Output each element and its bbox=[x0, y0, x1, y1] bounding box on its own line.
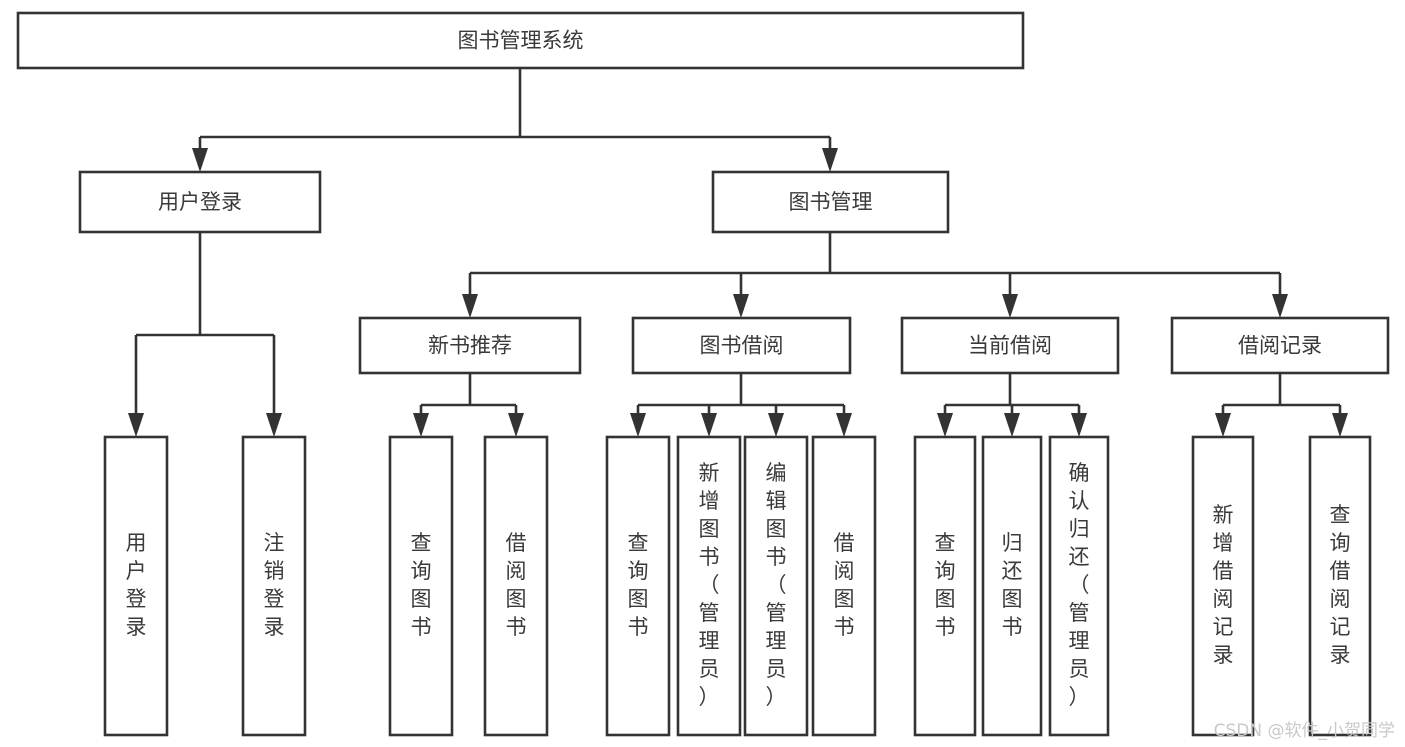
node-label-book-borrow: 图书借阅 bbox=[700, 334, 784, 358]
connector-group-borrow-record bbox=[1215, 373, 1348, 437]
node-label-borrow-record: 借阅记录 bbox=[1238, 334, 1322, 358]
arrow-head-icon bbox=[1332, 413, 1348, 437]
arrow-head-icon bbox=[937, 413, 953, 437]
node-leaf-bb-edit[interactable]: 编辑图书（管理员） bbox=[743, 435, 809, 737]
node-box-user-login[interactable] bbox=[78, 170, 322, 234]
node-label-leaf-nb-query: 查询图书 bbox=[411, 531, 432, 639]
node-book-manage[interactable]: 图书管理 bbox=[711, 170, 950, 234]
node-label-leaf-user-logout: 注销登录 bbox=[264, 531, 285, 639]
node-current-borrow[interactable]: 当前借阅 bbox=[900, 316, 1120, 375]
arrow-head-icon bbox=[822, 148, 838, 172]
node-leaf-bb-borrow[interactable]: 借阅图书 bbox=[811, 435, 877, 737]
arrow-head-icon bbox=[1071, 413, 1087, 437]
node-box-new-book[interactable] bbox=[358, 316, 582, 375]
arrow-head-icon bbox=[733, 294, 749, 318]
node-label-leaf-bb-add: 新增图书（管理员） bbox=[699, 461, 720, 709]
node-box-leaf-cb-return[interactable] bbox=[981, 435, 1043, 737]
node-label-new-book: 新书推荐 bbox=[428, 334, 512, 358]
connector-group-book-manage bbox=[462, 232, 1288, 318]
node-box-current-borrow[interactable] bbox=[900, 316, 1120, 375]
connector-group-current-borrow bbox=[937, 373, 1087, 437]
arrow-head-icon bbox=[462, 294, 478, 318]
node-new-book[interactable]: 新书推荐 bbox=[358, 316, 582, 375]
arrow-head-icon bbox=[1004, 413, 1020, 437]
node-box-leaf-nb-borrow[interactable] bbox=[483, 435, 549, 737]
node-box-leaf-user-login[interactable] bbox=[103, 435, 169, 737]
node-box-leaf-bb-borrow[interactable] bbox=[811, 435, 877, 737]
node-user-login[interactable]: 用户登录 bbox=[78, 170, 322, 234]
arrow-head-icon bbox=[266, 413, 282, 437]
arrow-head-icon bbox=[768, 413, 784, 437]
node-leaf-user-logout[interactable]: 注销登录 bbox=[241, 435, 307, 737]
node-label-leaf-nb-borrow: 借阅图书 bbox=[506, 531, 527, 639]
connector-layer bbox=[128, 68, 1348, 437]
node-layer: 图书管理系统用户登录图书管理新书推荐图书借阅当前借阅借阅记录用户登录注销登录查询… bbox=[16, 11, 1390, 737]
arrow-head-icon bbox=[413, 413, 429, 437]
node-book-borrow[interactable]: 图书借阅 bbox=[631, 316, 852, 375]
node-box-borrow-record[interactable] bbox=[1170, 316, 1390, 375]
arrow-head-icon bbox=[1215, 413, 1231, 437]
node-label-leaf-cb-query: 查询图书 bbox=[935, 531, 956, 639]
node-leaf-bb-query[interactable]: 查询图书 bbox=[605, 435, 671, 737]
node-box-leaf-cb-query[interactable] bbox=[913, 435, 977, 737]
node-leaf-cb-return[interactable]: 归还图书 bbox=[981, 435, 1043, 737]
node-label-leaf-user-login: 用户登录 bbox=[126, 531, 147, 639]
arrow-head-icon bbox=[508, 413, 524, 437]
arrow-head-icon bbox=[128, 413, 144, 437]
node-label-leaf-bb-edit: 编辑图书（管理员） bbox=[766, 461, 787, 709]
node-root[interactable]: 图书管理系统 bbox=[16, 11, 1025, 70]
node-label-leaf-cb-return: 归还图书 bbox=[1002, 531, 1023, 639]
node-leaf-nb-borrow[interactable]: 借阅图书 bbox=[483, 435, 549, 737]
node-label-leaf-br-query: 查询借阅记录 bbox=[1330, 503, 1351, 667]
node-label-book-manage: 图书管理 bbox=[789, 190, 873, 214]
node-box-root[interactable] bbox=[16, 11, 1025, 70]
node-box-leaf-br-query[interactable] bbox=[1308, 435, 1372, 737]
node-label-leaf-br-add: 新增借阅记录 bbox=[1213, 503, 1234, 667]
connector-group-new-book bbox=[413, 373, 524, 437]
node-leaf-br-add[interactable]: 新增借阅记录 bbox=[1191, 435, 1255, 737]
arrow-head-icon bbox=[1002, 294, 1018, 318]
node-box-book-borrow[interactable] bbox=[631, 316, 852, 375]
node-box-leaf-cb-confirm[interactable] bbox=[1048, 435, 1110, 737]
node-label-leaf-bb-query: 查询图书 bbox=[628, 531, 649, 639]
node-leaf-cb-confirm[interactable]: 确认归还（管理员） bbox=[1048, 435, 1110, 737]
node-box-leaf-bb-query[interactable] bbox=[605, 435, 671, 737]
node-box-leaf-nb-query[interactable] bbox=[388, 435, 454, 737]
node-label-leaf-bb-borrow: 借阅图书 bbox=[834, 531, 855, 639]
node-label-root: 图书管理系统 bbox=[458, 29, 584, 53]
arrow-head-icon bbox=[630, 413, 646, 437]
node-leaf-cb-query[interactable]: 查询图书 bbox=[913, 435, 977, 737]
node-leaf-nb-query[interactable]: 查询图书 bbox=[388, 435, 454, 737]
node-label-current-borrow: 当前借阅 bbox=[968, 334, 1052, 358]
node-label-user-login: 用户登录 bbox=[158, 190, 242, 214]
node-box-leaf-br-add[interactable] bbox=[1191, 435, 1255, 737]
connector-group-book-borrow bbox=[630, 373, 852, 437]
node-leaf-bb-add[interactable]: 新增图书（管理员） bbox=[676, 435, 742, 737]
node-leaf-br-query[interactable]: 查询借阅记录 bbox=[1308, 435, 1372, 737]
connector-group-root bbox=[192, 68, 838, 172]
arrow-head-icon bbox=[701, 413, 717, 437]
node-box-leaf-user-logout[interactable] bbox=[241, 435, 307, 737]
node-leaf-user-login[interactable]: 用户登录 bbox=[103, 435, 169, 737]
connector-group-user-login bbox=[128, 232, 282, 437]
node-box-leaf-bb-add[interactable] bbox=[676, 435, 742, 737]
node-box-leaf-bb-edit[interactable] bbox=[743, 435, 809, 737]
arrow-head-icon bbox=[1272, 294, 1288, 318]
arrow-head-icon bbox=[192, 148, 208, 172]
node-borrow-record[interactable]: 借阅记录 bbox=[1170, 316, 1390, 375]
node-label-leaf-cb-confirm: 确认归还（管理员） bbox=[1069, 461, 1090, 709]
node-box-book-manage[interactable] bbox=[711, 170, 950, 234]
arrow-head-icon bbox=[836, 413, 852, 437]
